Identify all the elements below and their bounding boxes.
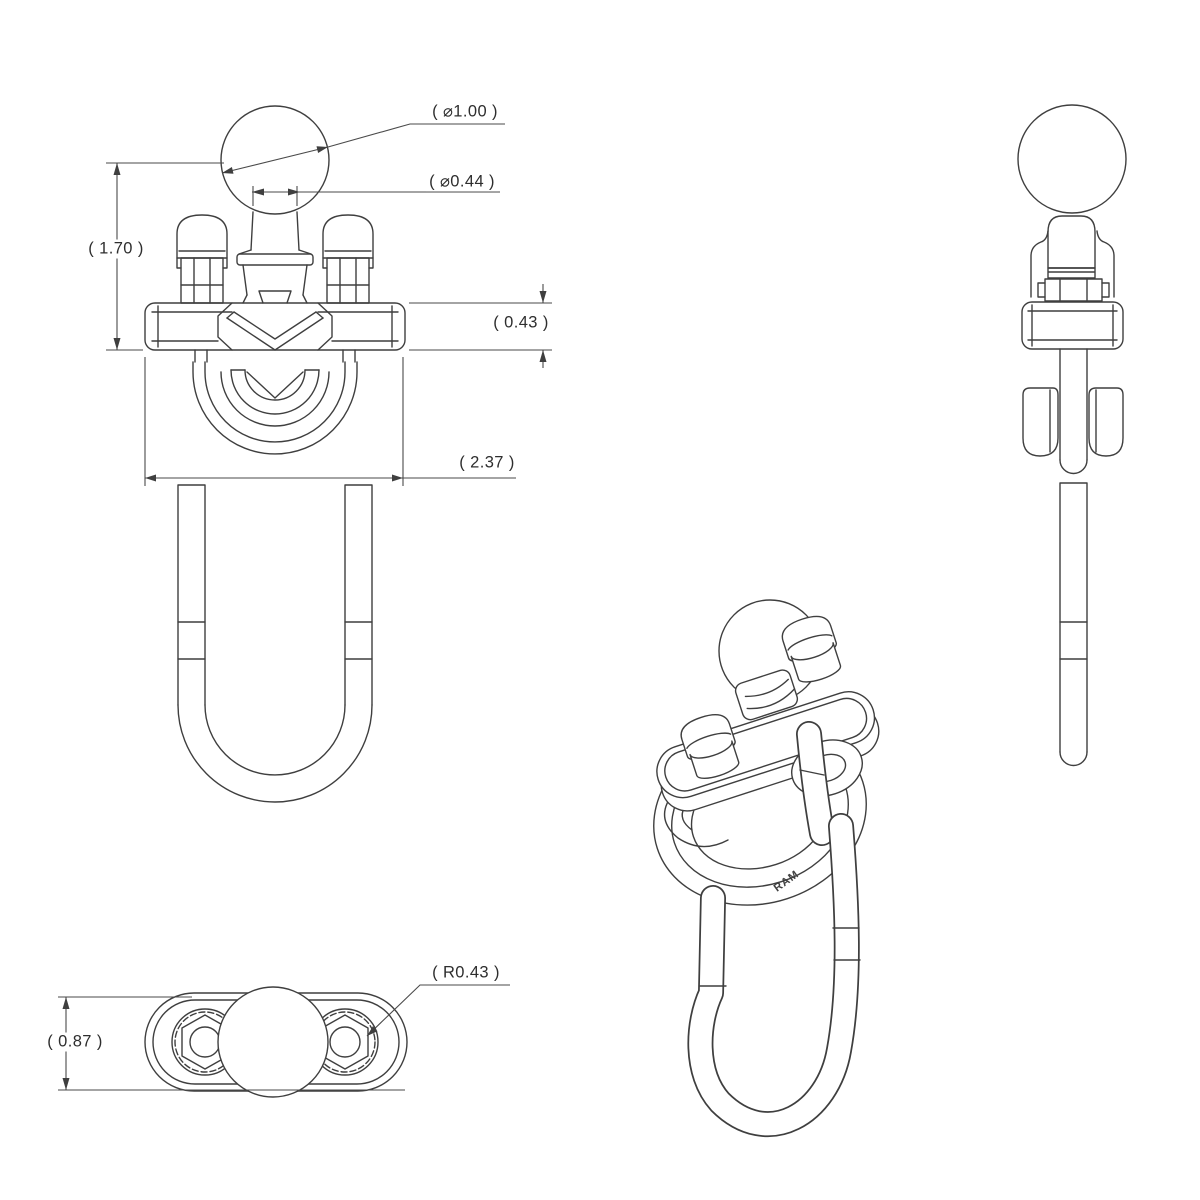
side-u-bolt-leg	[1059, 482, 1088, 767]
bottom-view	[144, 986, 408, 1098]
label-base-depth: ( 0.87 )	[44, 1032, 106, 1052]
label-hole-radius: ( R0.43 )	[429, 963, 503, 983]
dim-plate-thickness	[409, 284, 552, 368]
dim-base-depth	[58, 996, 405, 1091]
side-shoulders	[1030, 230, 1115, 302]
ball-outline	[1017, 104, 1127, 214]
ball-post	[1047, 215, 1096, 269]
iso-acorn-nut-right	[781, 615, 842, 683]
bottom-ball	[217, 986, 329, 1098]
front-view	[144, 105, 406, 803]
front-view-dimensions	[106, 123, 552, 486]
label-ball-diameter: ( ⌀1.00 )	[429, 102, 501, 122]
isometric-view: RAM	[653, 599, 880, 1138]
acorn-nut-right	[322, 214, 374, 304]
dim-hole-radius	[366, 984, 510, 1037]
iso-u-bolt	[687, 721, 861, 1138]
u-bolt	[177, 484, 373, 803]
bottom-view-dimensions	[58, 984, 510, 1091]
label-overall-height: ( 1.70 )	[85, 239, 147, 259]
rubber-wedge	[226, 311, 324, 351]
label-neck-diameter: ( ⌀0.44 )	[426, 172, 498, 192]
side-view	[1017, 104, 1127, 767]
label-base-width: ( 2.37 )	[456, 453, 518, 473]
side-saddle-lobes	[1022, 387, 1124, 457]
side-base-plate	[1021, 301, 1124, 350]
iso-acorn-nut-left	[680, 714, 740, 779]
side-wedge-stem	[1059, 348, 1088, 475]
iso-pedestal	[734, 669, 799, 721]
dim-neck-diameter	[252, 186, 500, 206]
label-plate-thickness: ( 0.43 )	[490, 313, 552, 333]
ball-and-shank	[220, 105, 330, 304]
dim-ball-diameter	[221, 123, 505, 174]
dim-base-width	[144, 357, 516, 486]
acorn-nut-left	[176, 214, 228, 304]
saddle-arcs	[192, 349, 358, 455]
base-plate	[144, 302, 406, 351]
